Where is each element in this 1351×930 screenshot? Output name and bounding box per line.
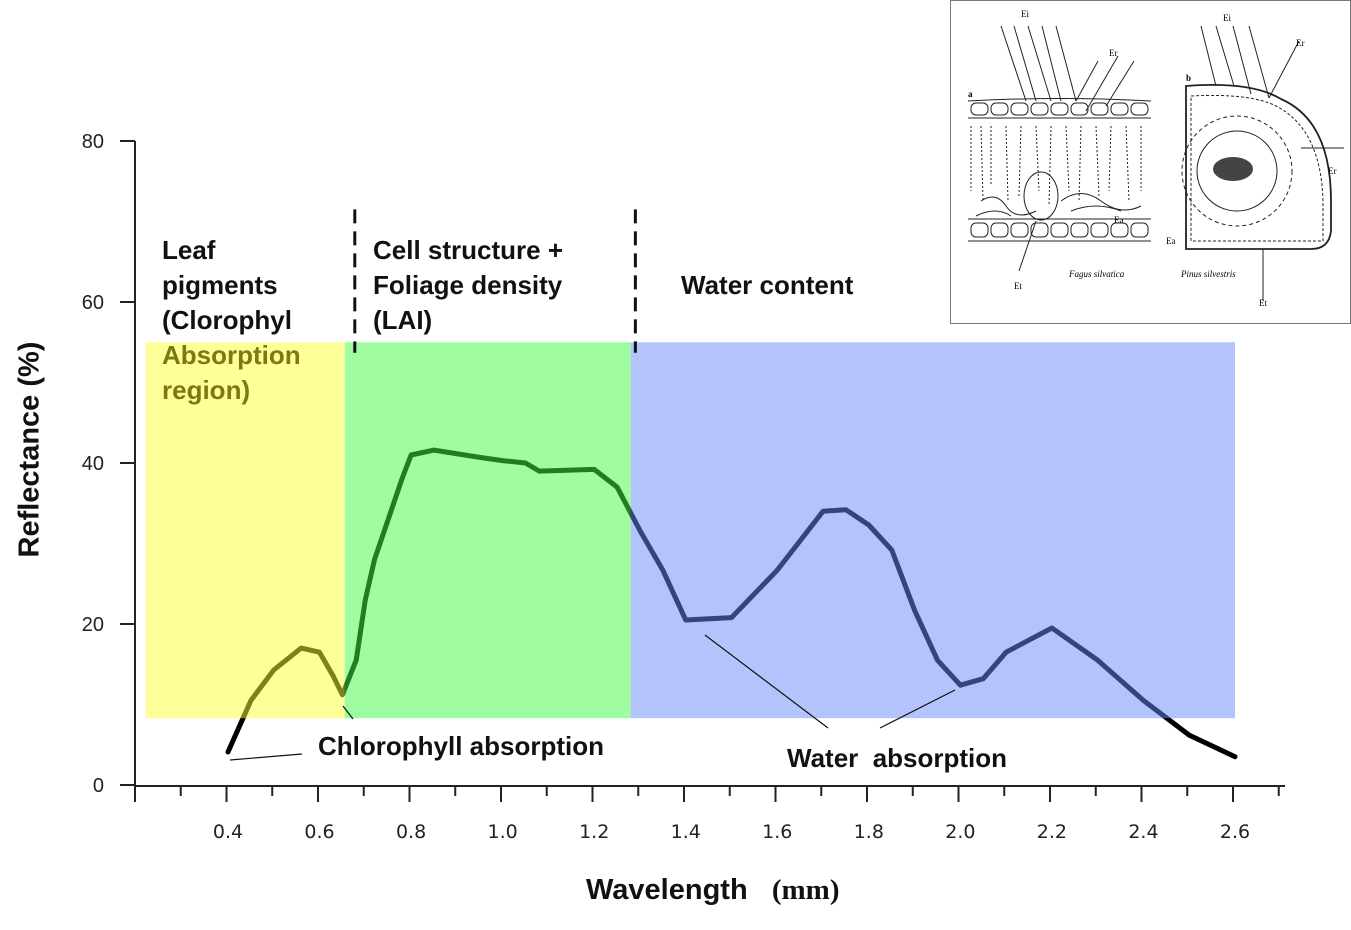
annotation-lines <box>229 634 956 761</box>
epidermis-cell <box>1010 222 1029 238</box>
ea-label-a: Ea <box>1114 215 1124 225</box>
er-label-b1: Er <box>1296 38 1305 48</box>
region-label-absorption: Absorption region) <box>162 340 301 405</box>
et-label-b: Et <box>1259 298 1267 308</box>
x-tick-label: 1.4 <box>671 821 701 843</box>
x-axis-label: Wavelength (mm) <box>586 873 839 908</box>
y-tick-label: 20 <box>82 614 104 636</box>
annotation-water: Water absorption <box>787 743 1008 773</box>
epidermis-cell <box>1030 222 1049 238</box>
x-axis-unit: (mm) <box>771 874 840 906</box>
species-a-label: Fagus silvatica <box>1068 269 1125 279</box>
panel-a-label: a <box>968 89 973 99</box>
er-label-b2: Er <box>1328 166 1337 176</box>
x-tick-label: 1.8 <box>854 821 884 843</box>
epidermis-cell <box>1070 222 1089 238</box>
x-tick-label: 2.0 <box>945 821 975 843</box>
y-tick-label: 40 <box>82 453 104 475</box>
epidermis-cell <box>1130 222 1149 238</box>
x-tick-label: 0.4 <box>213 821 243 843</box>
epidermis-cell <box>1090 222 1109 238</box>
x-tick-label: 2.4 <box>1128 821 1158 843</box>
epidermis-cell <box>1130 102 1149 116</box>
epidermis-cell <box>970 102 989 116</box>
epidermis-cell <box>990 222 1009 238</box>
epidermis-cell <box>1070 102 1089 116</box>
region-cell-structure <box>344 342 631 719</box>
et-label-a: Et <box>1014 281 1022 291</box>
er-label-a: Er <box>1109 48 1118 58</box>
region-label-cell-structure: Cell structure + Foliage density (LAI) <box>373 235 564 335</box>
species-b-label: Pinus silvestris <box>1180 269 1236 279</box>
epidermis-cell <box>1050 222 1069 238</box>
x-tick-label: 1.0 <box>488 821 518 843</box>
epidermis-cell <box>990 102 1009 116</box>
ea-label-b: Ea <box>1166 236 1176 246</box>
chlorophyll-pointer-1 <box>229 753 303 761</box>
x-axis-title: Wavelength <box>586 874 748 906</box>
epidermis-cell <box>970 222 989 238</box>
y-tick-label: 80 <box>82 131 104 153</box>
leaf-cross-section-inset: Ei Ei Er Er Er Ea Ea Et Et a b Fagus sil… <box>950 0 1351 324</box>
epidermis-cell <box>1050 102 1069 116</box>
region-label-pigments: Leaf pigments (Clorophyl <box>162 235 292 335</box>
ei-label-a: Ei <box>1021 9 1029 19</box>
annotation-chlorophyll: Chlorophyll absorption <box>318 731 604 761</box>
x-tick-label: 0.6 <box>304 821 334 843</box>
vascular-bundle <box>1213 157 1253 181</box>
region-label-water: Water content <box>681 270 854 300</box>
y-axis-label: Reflectance (%) <box>13 341 46 558</box>
x-tick-label: 1.6 <box>762 821 792 843</box>
epidermis-cell <box>1010 102 1029 116</box>
epidermis-cell <box>1090 102 1109 116</box>
region-leaf-pigments <box>145 342 345 719</box>
panel-b-label: b <box>1186 73 1191 83</box>
y-tick-label: 0 <box>93 775 104 797</box>
epidermis-cell <box>1110 222 1129 238</box>
y-tick-label: 60 <box>82 292 104 314</box>
water-pointer-1 <box>704 634 829 729</box>
water-pointer-2 <box>879 689 956 729</box>
epidermis-cell <box>1110 102 1129 116</box>
x-tick-label: 2.6 <box>1220 821 1250 843</box>
ei-label-b: Ei <box>1223 13 1231 23</box>
leaf-cross-section-drawing: Ei Ei Er Er Er Ea Ea Et Et a b Fagus sil… <box>967 9 1344 308</box>
region-water-content <box>630 342 1235 719</box>
x-tick-label: 0.8 <box>396 821 426 843</box>
epidermis-cell <box>1030 102 1049 116</box>
x-tick-label: 1.2 <box>579 821 609 843</box>
x-tick-label: 2.2 <box>1037 821 1067 843</box>
chlorophyll-pointer-2 <box>342 705 354 720</box>
